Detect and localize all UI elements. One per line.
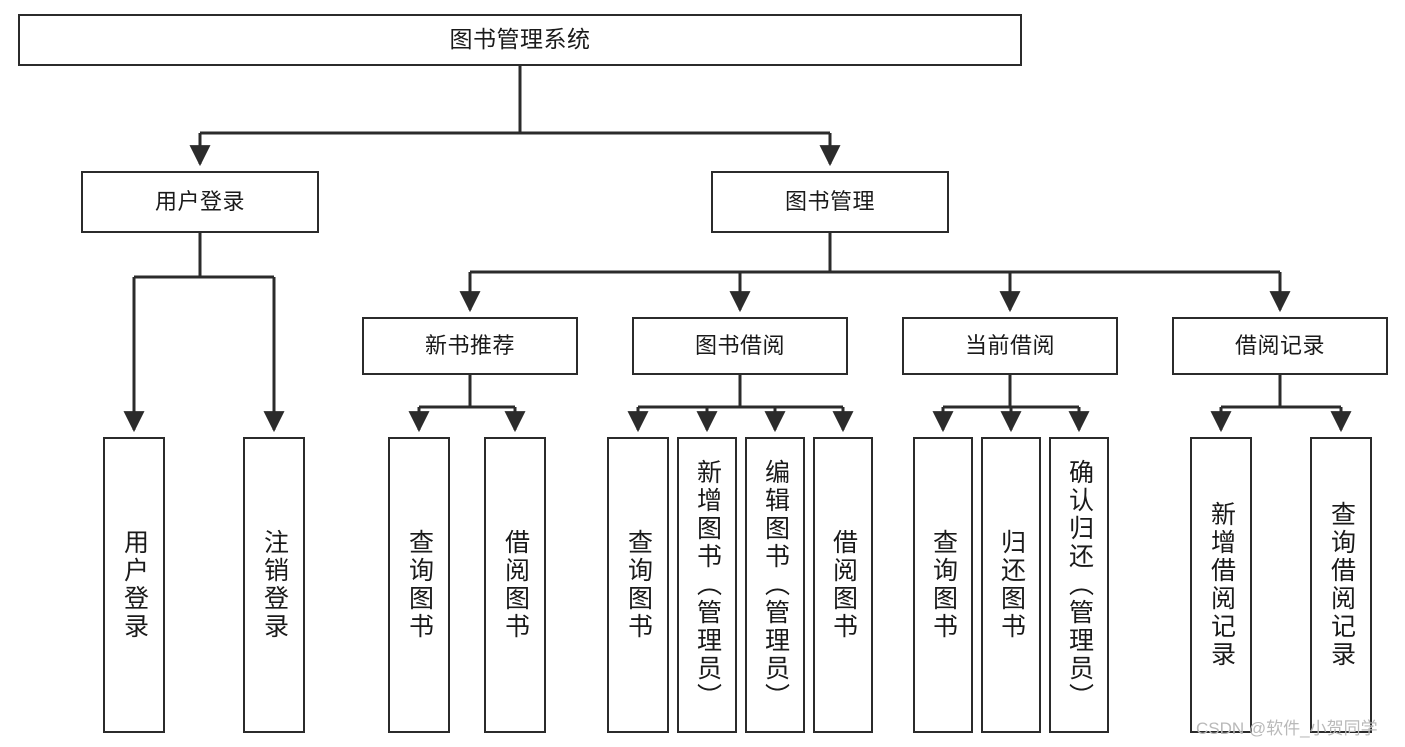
node-leaf[interactable]: 借阅图书 [813, 437, 873, 733]
connectors [123, 66, 1352, 433]
csdn-watermark: CSDN @软件_小贺同学 [1196, 719, 1378, 738]
node-leaf-label: 借阅图书 [501, 529, 530, 641]
node-leaf[interactable]: 借阅图书 [484, 437, 546, 733]
node-leaf[interactable]: 查询图书 [388, 437, 450, 733]
node-current-borrow-label: 当前借阅 [964, 333, 1055, 359]
node-leaf[interactable]: 归还图书 [981, 437, 1041, 733]
node-root[interactable]: 图书管理系统 [18, 14, 1022, 66]
node-leaf[interactable]: 查询图书 [607, 437, 669, 733]
node-leaf-label: 新增图书（管理员） [693, 459, 722, 711]
node-new-book-recommend[interactable]: 新书推荐 [362, 317, 578, 375]
node-leaf-label: 注销登录 [260, 529, 289, 641]
node-leaf[interactable]: 新增借阅记录 [1190, 437, 1252, 733]
node-leaf-label: 查询图书 [405, 529, 434, 641]
node-book-borrow[interactable]: 图书借阅 [632, 317, 848, 375]
node-leaf[interactable]: 新增图书（管理员） [677, 437, 737, 733]
node-leaf[interactable]: 查询借阅记录 [1310, 437, 1372, 733]
node-leaf-label: 用户登录 [120, 529, 149, 641]
node-borrow-record-label: 借阅记录 [1234, 333, 1325, 359]
node-leaf-label: 确认归还（管理员） [1065, 459, 1094, 711]
node-book-management-label: 图书管理 [784, 189, 875, 215]
node-leaf[interactable]: 用户登录 [103, 437, 165, 733]
node-user-login-label: 用户登录 [154, 189, 245, 215]
node-root-label: 图书管理系统 [449, 26, 591, 53]
node-new-book-recommend-label: 新书推荐 [424, 333, 515, 359]
node-leaf[interactable]: 编辑图书（管理员） [745, 437, 805, 733]
node-leaf-label: 查询借阅记录 [1327, 501, 1356, 669]
node-leaf-label: 查询图书 [929, 529, 958, 641]
node-leaf[interactable]: 查询图书 [913, 437, 973, 733]
node-leaf-label: 归还图书 [997, 529, 1026, 641]
node-user-login[interactable]: 用户登录 [81, 171, 319, 233]
node-leaf-label: 查询图书 [624, 529, 653, 641]
node-borrow-record[interactable]: 借阅记录 [1172, 317, 1388, 375]
node-leaf[interactable]: 注销登录 [243, 437, 305, 733]
node-leaf-label: 编辑图书（管理员） [761, 459, 790, 711]
node-leaf-label: 借阅图书 [829, 529, 858, 641]
node-book-borrow-label: 图书借阅 [694, 333, 785, 359]
node-leaf[interactable]: 确认归还（管理员） [1049, 437, 1109, 733]
node-current-borrow[interactable]: 当前借阅 [902, 317, 1118, 375]
node-leaf-label: 新增借阅记录 [1207, 501, 1236, 669]
node-book-management[interactable]: 图书管理 [711, 171, 949, 233]
